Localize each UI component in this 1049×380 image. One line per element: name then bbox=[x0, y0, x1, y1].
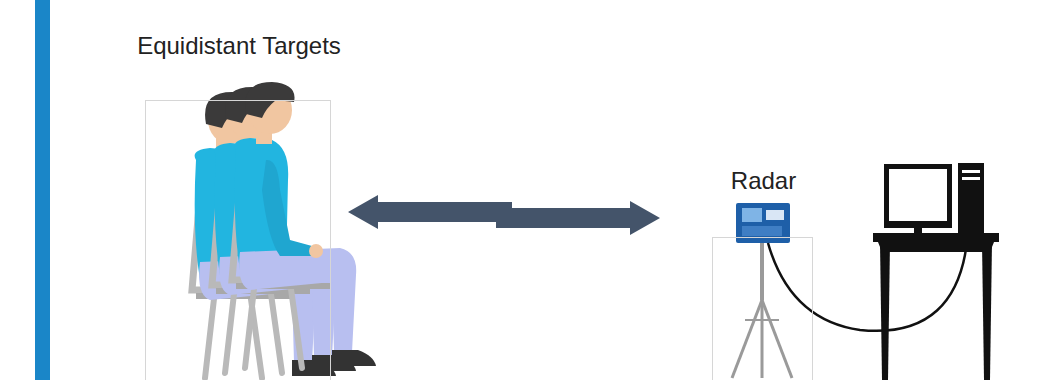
radar-tripod bbox=[732, 203, 792, 378]
side-bar bbox=[35, 0, 50, 380]
double-arrow bbox=[348, 195, 660, 235]
computer-desk bbox=[873, 163, 999, 380]
seated-people bbox=[192, 82, 376, 378]
node-label: Equidistant Targets bbox=[126, 29, 352, 63]
radar-frame: Radar bbox=[712, 237, 813, 380]
node-label: Radar bbox=[693, 164, 834, 198]
targets-frame: Equidistant Targets bbox=[145, 100, 331, 380]
